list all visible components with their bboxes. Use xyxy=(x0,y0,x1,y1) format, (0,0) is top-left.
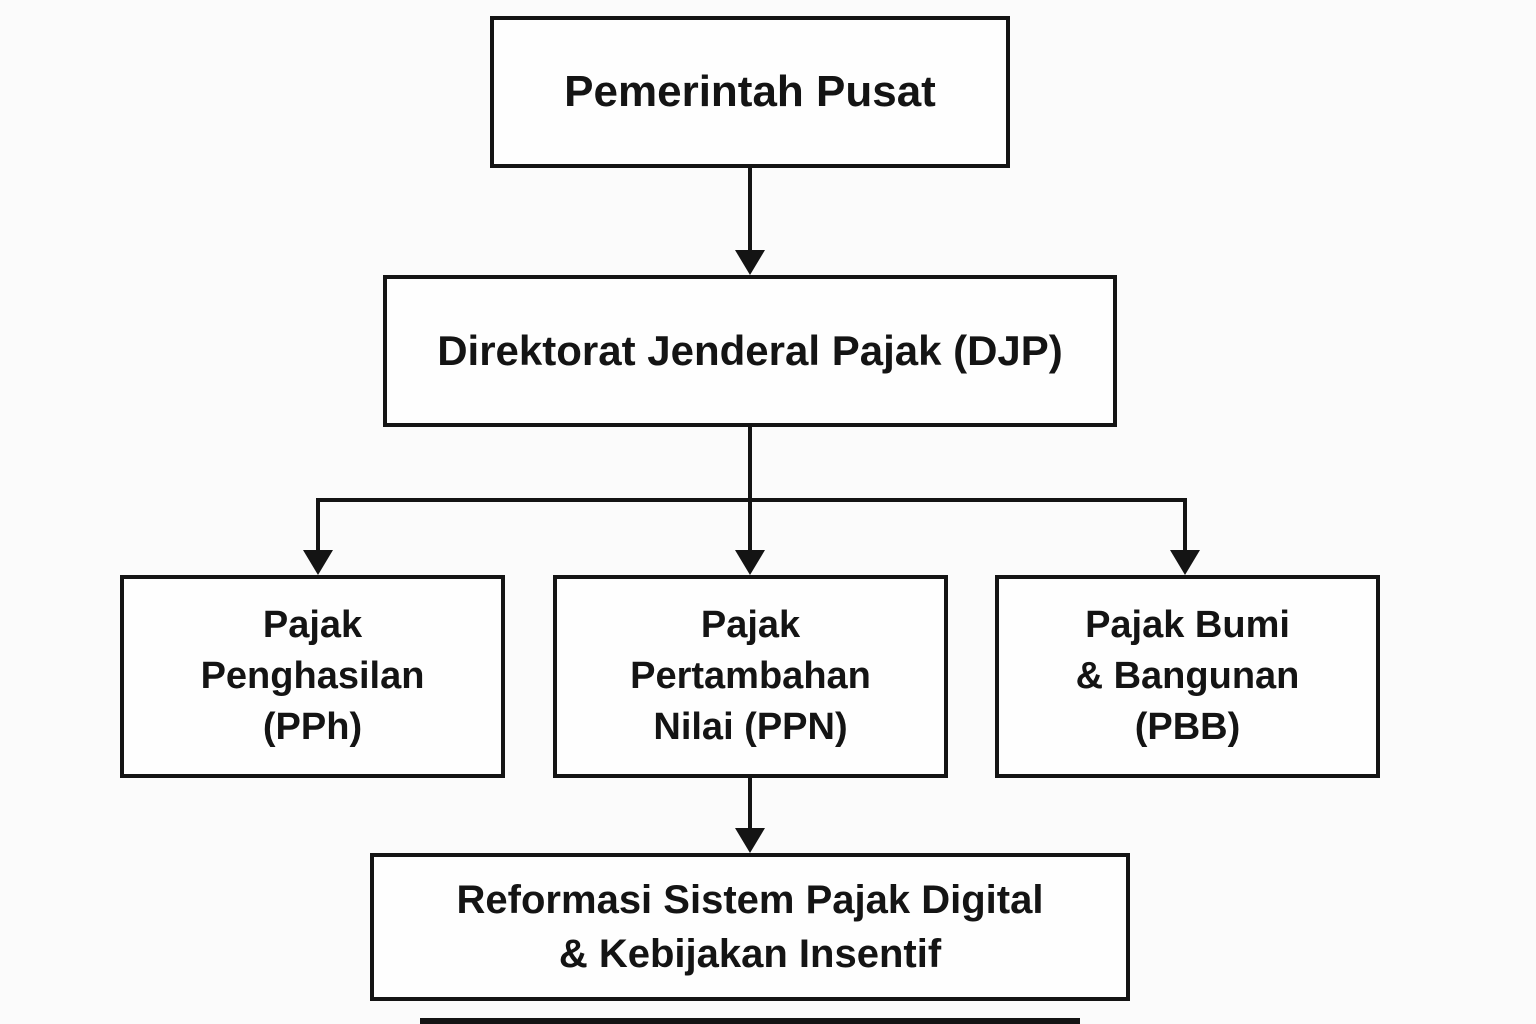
connector-djp-ppn-line xyxy=(748,498,752,552)
node-djp-label: Direktorat Jenderal Pajak (DJP) xyxy=(437,326,1063,374)
node-pph: Pajak Penghasilan (PPh) xyxy=(120,575,505,778)
node-reformasi: Reformasi Sistem Pajak Digital & Kebijak… xyxy=(370,853,1130,1001)
connector-djp-pbb-line xyxy=(1183,498,1187,552)
node-pbb-label: Pajak Bumi & Bangunan (PBB) xyxy=(1075,603,1300,749)
node-djp: Direktorat Jenderal Pajak (DJP) xyxy=(383,275,1117,427)
connector-ppn-reform-line xyxy=(748,778,752,830)
connector-root-djp-arrowhead xyxy=(735,250,765,275)
node-reformasi-label: Reformasi Sistem Pajak Digital & Kebijak… xyxy=(456,878,1044,976)
connector-djp-ppn-arrowhead xyxy=(735,550,765,575)
node-ppn: Pajak Pertambahan Nilai (PPN) xyxy=(553,575,948,778)
connector-root-djp-line xyxy=(748,168,752,252)
node-pemerintah-pusat: Pemerintah Pusat xyxy=(490,16,1010,168)
node-pbb: Pajak Bumi & Bangunan (PBB) xyxy=(995,575,1380,778)
connector-djp-stem-line xyxy=(748,427,752,502)
node-ppn-label: Pajak Pertambahan Nilai (PPN) xyxy=(630,603,871,749)
connector-djp-pph-arrowhead xyxy=(303,550,333,575)
connector-djp-pph-line xyxy=(316,498,320,552)
node-pph-label: Pajak Penghasilan (PPh) xyxy=(200,603,425,749)
connector-ppn-reform-arrowhead xyxy=(735,828,765,853)
connector-djp-pbb-arrowhead xyxy=(1170,550,1200,575)
node-pemerintah-pusat-label: Pemerintah Pusat xyxy=(564,67,936,117)
bottom-edge-cutoff-line xyxy=(420,1018,1080,1024)
